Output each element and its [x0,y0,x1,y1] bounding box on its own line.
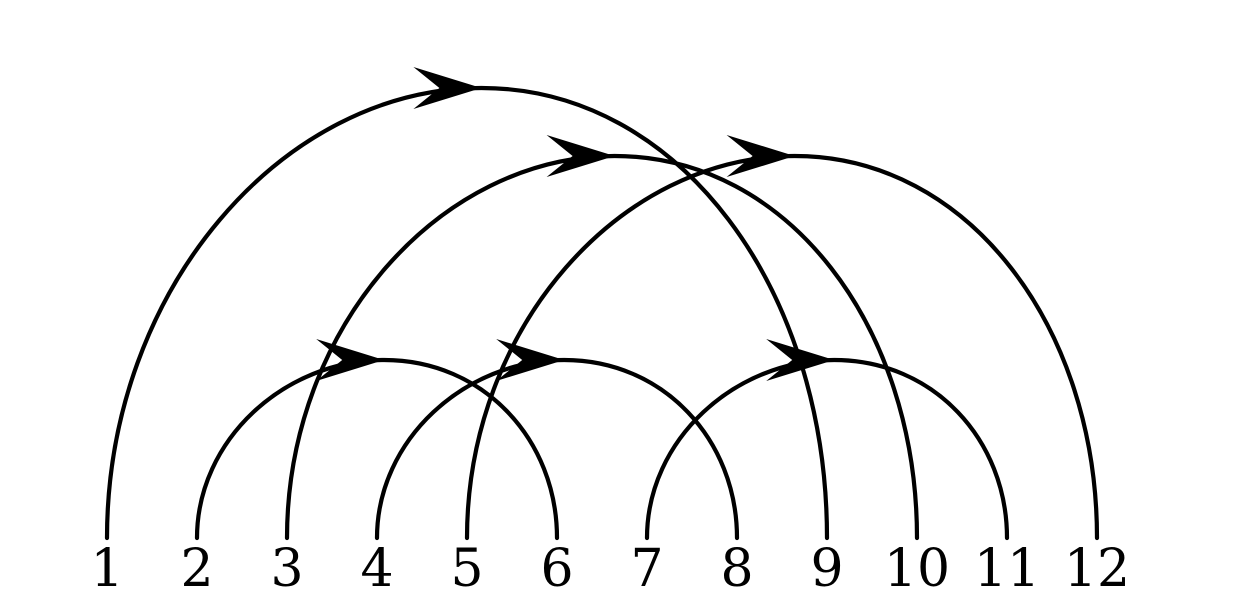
node-label-2: 2 [180,539,213,593]
node-label-7: 7 [630,539,663,593]
node-label-9: 9 [810,539,843,593]
node-label-11: 11 [974,539,1040,593]
node-label-1: 1 [90,539,123,593]
arrowhead-7-to-11 [766,339,835,381]
arcs-layer [104,67,1100,541]
node-label-4: 4 [360,539,393,593]
node-label-8: 8 [720,539,753,593]
arrowhead-3-to-10 [546,135,615,177]
arc-2-to-6 [194,357,560,541]
arc-1-to-9 [104,85,830,541]
node-label-5: 5 [450,539,483,593]
node-label-12: 12 [1064,539,1130,593]
node-label-10: 10 [884,539,950,593]
arrowhead-1-to-9 [413,67,482,109]
node-label-6: 6 [540,539,573,593]
arrowhead-5-to-12 [726,135,795,177]
node-label-3: 3 [270,539,303,593]
